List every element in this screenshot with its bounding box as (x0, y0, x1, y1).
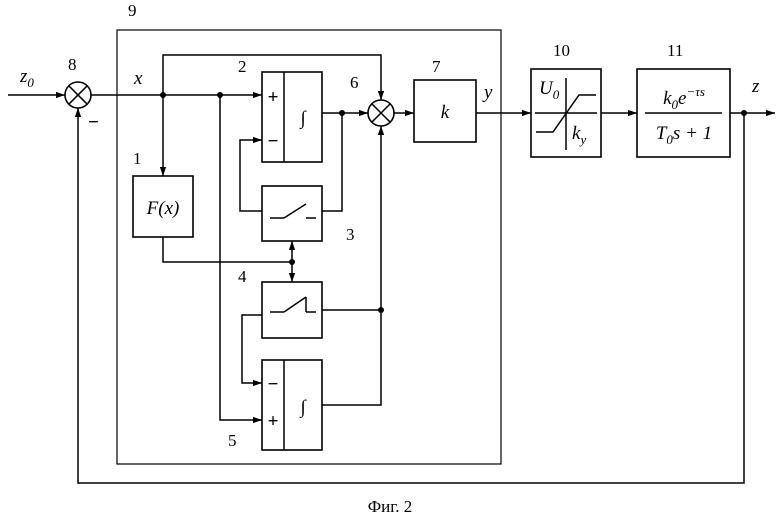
block-number-1: 1 (133, 149, 142, 168)
signal-label-z: z (751, 76, 760, 97)
node-switch-control (289, 259, 295, 265)
block-number-4: 4 (238, 267, 247, 286)
block-number-5: 5 (228, 431, 237, 450)
line-block-5-to-junction-6 (322, 126, 385, 406)
block-number-7: 7 (432, 57, 441, 76)
signal-label-z0: z0 (19, 66, 34, 90)
block-1-label: F(x) (146, 198, 180, 219)
sum-junction-6 (367, 99, 395, 127)
node-x-branch-2 (217, 92, 223, 98)
block-5-minus: − (268, 374, 279, 395)
block-4-switch (261, 281, 323, 339)
line-x-to-junction-6 (162, 54, 385, 100)
block-2-minus: − (268, 131, 279, 152)
block-5-integral-symbol: ∫ (299, 397, 307, 419)
block-7-label: k (441, 102, 450, 123)
controller-frame (116, 29, 502, 465)
line-block-2-to-block-3 (322, 113, 343, 212)
block-11-numerator: k0e−τs (663, 84, 705, 112)
block-11-denominator: T0s + 1 (656, 123, 712, 147)
line-feedback (74, 108, 745, 484)
line-x-to-block-5 (219, 95, 262, 424)
line-block-4-to-block-5 (241, 314, 262, 387)
block-4-switch-contact (283, 296, 307, 313)
line-block-3-to-block-2 (239, 136, 262, 212)
block-number-3: 3 (346, 225, 355, 244)
block-5-plus: + (268, 411, 279, 432)
block-10-saturation-curve (536, 94, 596, 133)
block-number-2: 2 (238, 57, 247, 76)
sum-junction-8 (64, 81, 92, 109)
node-output-branch (741, 110, 747, 116)
junction-8-minus-sign: − (88, 112, 99, 133)
node-block-2-output (339, 110, 345, 116)
block-number-9: 9 (128, 1, 137, 20)
line-block-1-to-switch-control (162, 237, 292, 263)
block-3-switch-contact (283, 203, 307, 219)
block-number-10: 10 (553, 41, 570, 60)
node-x-branch-1 (160, 92, 166, 98)
figure-caption: Фиг. 2 (368, 497, 413, 516)
block-5-integrator (261, 359, 323, 451)
block-number-11: 11 (667, 41, 683, 60)
node-block-5-output (378, 307, 384, 313)
block-7-gain (413, 79, 477, 143)
signal-label-y: y (482, 82, 493, 103)
block-2-integral-symbol: ∫ (299, 108, 307, 130)
block-2-integrator (261, 71, 323, 163)
block-number-8: 8 (68, 55, 77, 74)
block-10-upper-label: U0 (539, 78, 560, 102)
block-10-lower-label: ky (572, 123, 586, 147)
block-2-plus: + (268, 87, 279, 108)
block-number-6: 6 (350, 73, 359, 92)
signal-label-x: x (133, 68, 143, 89)
